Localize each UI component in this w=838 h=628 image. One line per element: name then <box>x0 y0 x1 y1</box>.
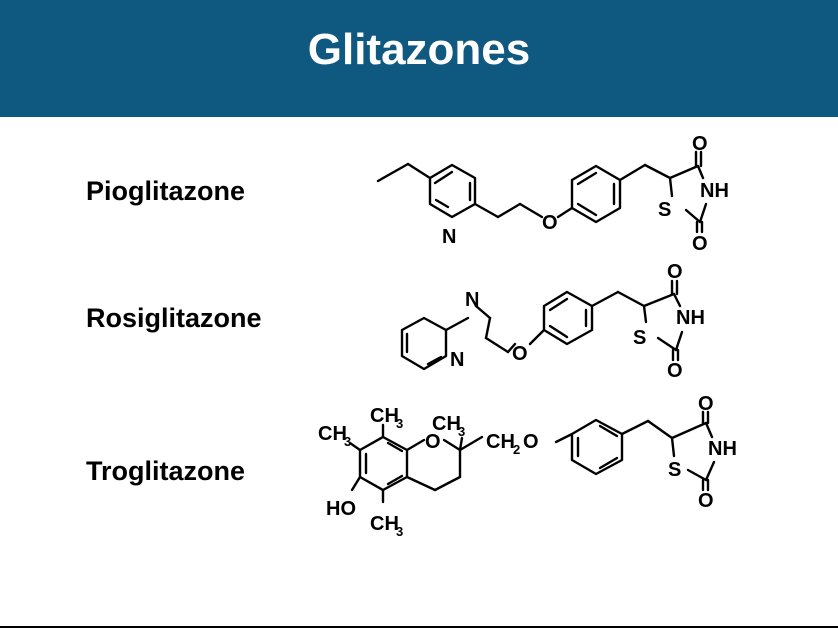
troglitazone-sulfur: S <box>668 459 681 481</box>
pioglitazone-carbonyl-oxygen-bottom: O <box>692 233 708 255</box>
rosiglitazone-nh: NH <box>676 307 705 329</box>
troglitazone-hydroxyl: HO <box>326 498 356 520</box>
rosiglitazone-carbonyl-oxygen-top: O <box>667 261 683 283</box>
slide-title: Glitazones <box>307 25 531 74</box>
pioglitazone-ring-nitrogen: N <box>442 226 456 248</box>
title-banner: Glitazones <box>0 0 838 117</box>
pioglitazone-ether-oxygen: O <box>542 212 558 234</box>
rosiglitazone-chain-nitrogen: N <box>465 289 479 311</box>
pioglitazone-carbonyl-oxygen-top: O <box>692 133 708 155</box>
troglitazone-carbonyl-oxygen-bottom: O <box>698 490 714 512</box>
bottom-divider <box>0 626 838 628</box>
troglitazone-methyl-subscript-c2: 3 <box>458 424 465 439</box>
drug-name-troglitazone: Troglitazone <box>86 456 246 486</box>
troglitazone-methyl-label-c2: CH <box>432 413 461 435</box>
rosiglitazone-carbonyl-oxygen-bottom: O <box>667 360 683 382</box>
rosiglitazone-structure: N N O S NH O O <box>400 261 705 382</box>
rosiglitazone-ring-nitrogen: N <box>450 349 464 371</box>
troglitazone-ch2-label: CH <box>486 431 515 453</box>
troglitazone-methyl-subscript-left: 3 <box>344 434 351 449</box>
troglitazone-carbonyl-oxygen-top: O <box>698 393 714 415</box>
troglitazone-methyl-subscript-top: 3 <box>396 416 403 431</box>
troglitazone-methyl-label-bottom: CH <box>370 513 399 535</box>
pioglitazone-structure: N O S NH O O <box>376 133 729 255</box>
troglitazone-ch2-subscript: 2 <box>513 442 520 457</box>
troglitazone-nh: NH <box>708 438 737 460</box>
pioglitazone-sulfur: S <box>658 199 671 221</box>
troglitazone-structure: CH 3 CH 3 O CH 3 CH 2 O HO CH 3 S NH O O <box>318 393 737 539</box>
troglitazone-methyl-subscript-bottom: 3 <box>396 524 403 539</box>
drug-name-pioglitazone: Pioglitazone <box>86 176 246 206</box>
troglitazone-methyl-label-top: CH <box>370 405 399 427</box>
troglitazone-ring-oxygen: O <box>425 431 441 453</box>
troglitazone-methyl-label-left: CH <box>318 423 347 445</box>
drug-name-rosiglitazone: Rosiglitazone <box>86 303 262 333</box>
rosiglitazone-ether-oxygen: O <box>512 343 528 365</box>
rosiglitazone-sulfur: S <box>633 327 646 349</box>
pioglitazone-nh: NH <box>700 180 729 202</box>
troglitazone-link-oxygen: O <box>523 431 539 453</box>
